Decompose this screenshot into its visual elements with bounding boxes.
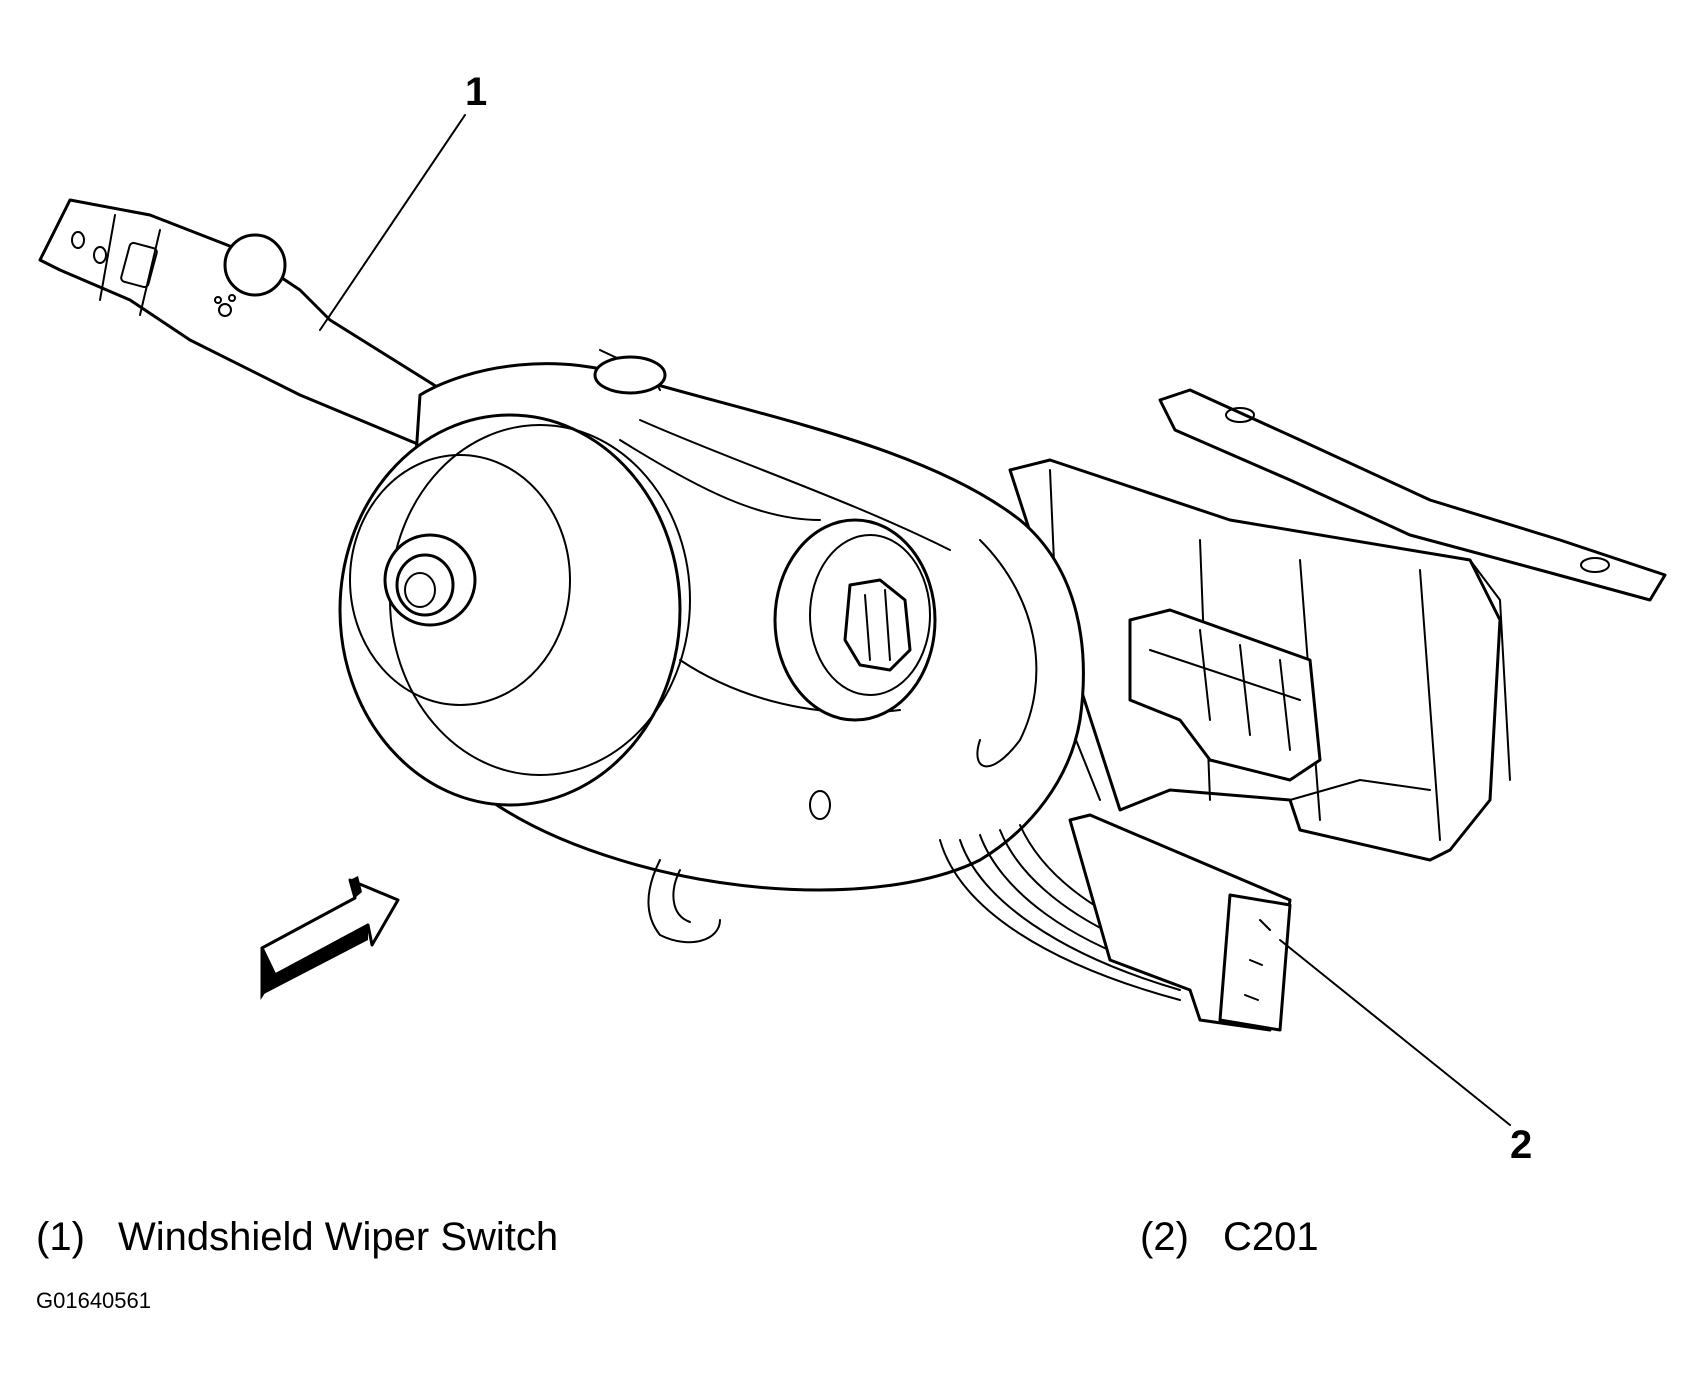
callout-2-number: 2 <box>1510 1123 1533 1167</box>
callout-1-number: 1 <box>465 70 488 114</box>
legend-2-number: (2) <box>1140 1215 1189 1259</box>
view-direction-arrow-icon <box>260 876 400 1001</box>
wiring-harness <box>939 608 1322 1032</box>
figure-code: G01640561 <box>36 1288 151 1313</box>
legend-2-label: C201 <box>1223 1215 1319 1259</box>
callout-1-leader <box>319 114 466 331</box>
wiper-switch-lever <box>38 198 452 447</box>
legend-1-label: Windshield Wiper Switch <box>118 1215 559 1259</box>
ignition-lock-cylinder <box>773 518 937 722</box>
steering-shaft-cap <box>338 413 691 807</box>
callout-2-leader <box>1279 939 1511 1126</box>
mounting-bracket <box>1008 388 1667 862</box>
legend-1-number: (1) <box>36 1215 85 1259</box>
